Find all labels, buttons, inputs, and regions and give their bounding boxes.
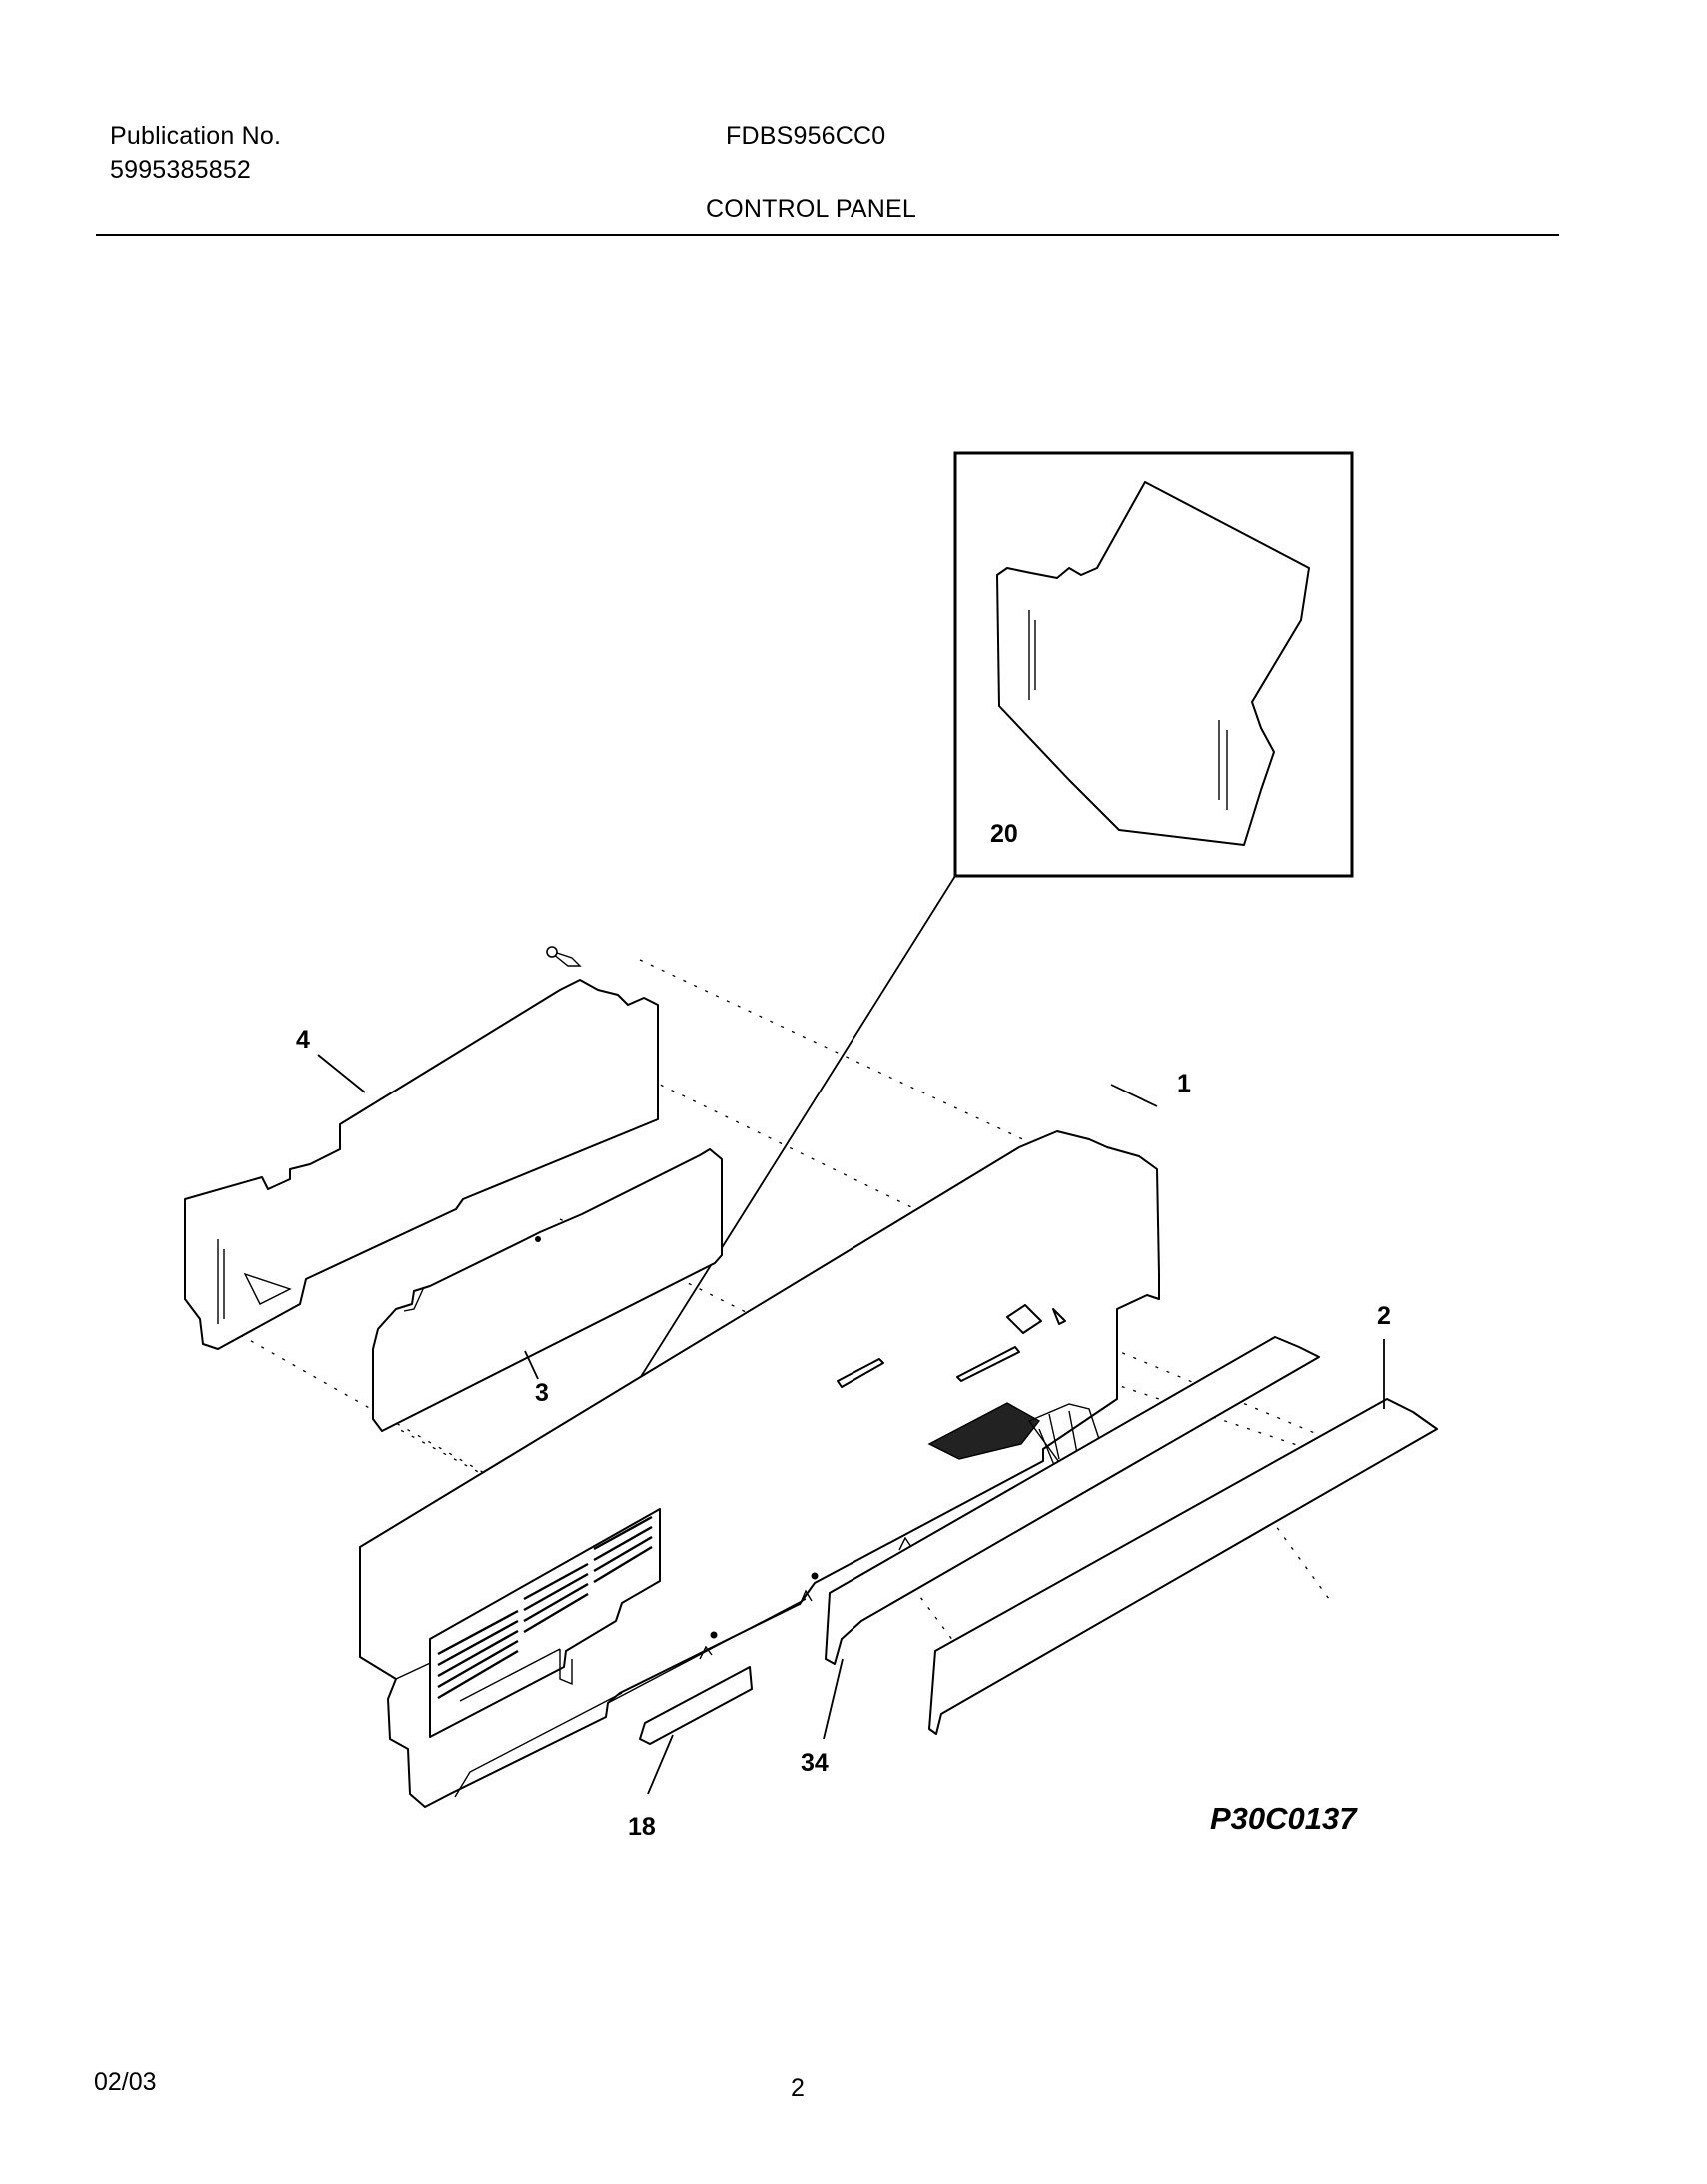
page-number: 2 (791, 2074, 805, 2102)
inset-callout-20: 20 (990, 820, 1018, 848)
part-1-control-panel (359, 1130, 1160, 1808)
header-divider (96, 234, 1559, 236)
footer-date: 02/03 (94, 2068, 157, 2096)
inset-leader-line (604, 875, 956, 1435)
part-3-panel (372, 1148, 723, 1432)
section-title: CONTROL PANEL (706, 195, 916, 223)
diagram-reference-code: P30C0137 (1210, 1801, 1358, 1836)
part-2-trim (928, 1398, 1438, 1735)
publication-number: 5995385852 (110, 156, 252, 184)
callout-3: 3 (535, 1379, 549, 1407)
screw-icon (546, 946, 582, 967)
part-34-trim (825, 1336, 1320, 1665)
vent-grille (429, 1508, 661, 1738)
callout-34: 34 (801, 1749, 829, 1777)
callout-18: 18 (628, 1813, 656, 1841)
callout-4: 4 (296, 1026, 310, 1054)
part-20-shape (996, 481, 1310, 846)
callout-leaders (317, 1054, 1385, 1795)
inset-detail-box: 20 (953, 451, 1354, 878)
part-18-badge (639, 1666, 753, 1745)
callout-2: 2 (1377, 1302, 1391, 1330)
part-4-bracket (184, 979, 659, 1350)
publication-label: Publication No. (110, 122, 282, 150)
callout-1: 1 (1177, 1070, 1191, 1097)
model-number: FDBS956CC0 (726, 122, 886, 150)
